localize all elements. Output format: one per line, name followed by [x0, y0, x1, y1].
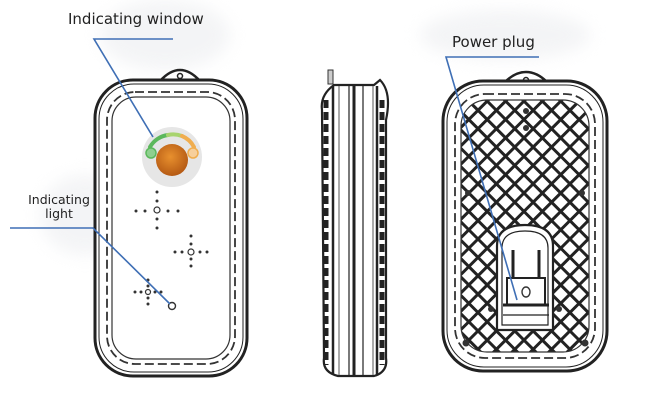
window-light-green-arc — [166, 132, 184, 138]
indicating-window-leader — [92, 38, 173, 138]
indicating-light-label-line2: light — [45, 206, 73, 221]
vent-dot-cross-1 — [134, 190, 180, 230]
hanger-tab — [159, 68, 201, 82]
front-view — [93, 68, 249, 378]
leader-lines — [10, 38, 539, 305]
window-green-dot — [145, 147, 157, 159]
front-outer-shell-inner-line — [98, 83, 244, 373]
plug-ground-pin — [521, 286, 531, 298]
side-view — [320, 69, 390, 378]
power-plug-label: Power plug — [452, 33, 535, 51]
window-amber-dot — [187, 147, 199, 159]
indicating-light-label: Indicating light — [24, 193, 94, 221]
background-smudge — [100, 0, 230, 70]
vent-dot-cross-2 — [173, 234, 209, 268]
side-pin — [327, 69, 334, 85]
vent-dot-cross-3 — [133, 278, 163, 306]
indicating-light-leader — [10, 227, 171, 305]
indicating-light-label-line1: Indicating — [28, 192, 90, 207]
window-orange-lens — [156, 144, 188, 176]
indicating-light — [167, 301, 177, 311]
back-view — [441, 70, 609, 373]
background-smudge — [420, 10, 590, 60]
indicating-window — [142, 127, 202, 187]
power-plug-leader — [444, 56, 539, 301]
indicating-window-label: Indicating window — [68, 10, 204, 28]
window-amber-arc — [180, 134, 196, 149]
back-screws — [462, 108, 589, 347]
power-plug — [488, 223, 562, 332]
